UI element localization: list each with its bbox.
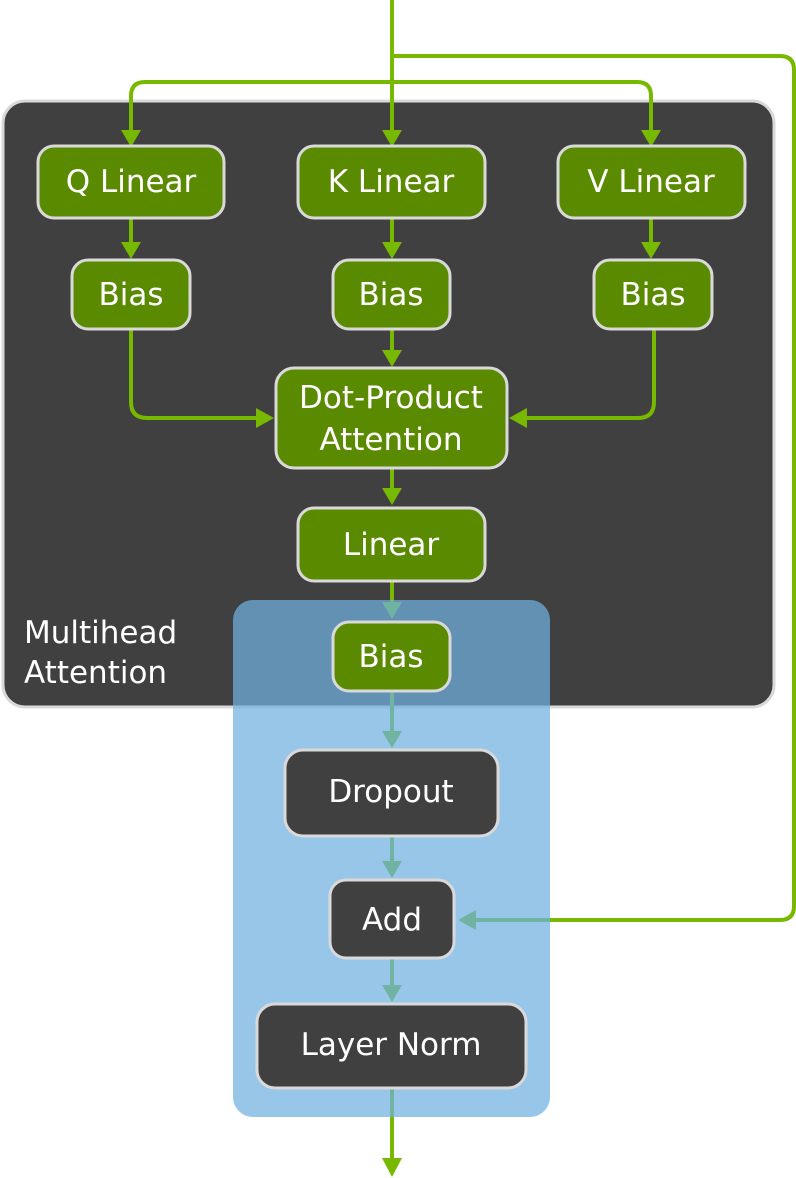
arrowhead: [509, 408, 527, 428]
k-bias-node: Bias: [331, 258, 452, 331]
arrowhead: [121, 242, 141, 259]
arrowhead: [256, 408, 274, 428]
output-bias-label: Bias: [358, 639, 423, 675]
edge-input-to-q-linear: [129, 80, 392, 130]
edge-q-bias-to-attention: [129, 329, 256, 420]
arrowhead: [382, 130, 402, 147]
arrowhead: [121, 130, 141, 147]
arrowhead: [382, 242, 402, 259]
dropout-node: Dropout: [283, 748, 500, 838]
dot-product-label-line1: Dot-Product: [299, 380, 483, 416]
dot-product-label-line2: Attention: [319, 422, 462, 458]
arrowhead: [641, 130, 661, 147]
v-linear-label: V Linear: [587, 164, 715, 200]
edges: [121, 0, 796, 1177]
output-linear-label: Linear: [343, 527, 440, 563]
edge-residual-to-add: [392, 54, 796, 922]
q-linear-label: Q Linear: [66, 164, 197, 200]
q-bias-label: Bias: [98, 277, 163, 313]
k-bias-label: Bias: [358, 277, 423, 313]
fused-ops-highlight: [233, 600, 550, 1117]
k-linear-node: K Linear: [296, 144, 487, 220]
dot-product-attention-node: Dot-Product Attention: [274, 366, 509, 470]
panel-label-line1: Multihead: [24, 615, 177, 651]
arrowhead: [382, 350, 402, 367]
layer-norm-node: Layer Norm: [255, 1002, 528, 1090]
arrowhead: [382, 1158, 402, 1177]
arrowhead: [641, 242, 661, 259]
k-linear-label: K Linear: [328, 164, 455, 200]
edge-v-bias-to-attention: [527, 329, 656, 420]
v-bias-node: Bias: [592, 258, 714, 331]
add-label: Add: [362, 902, 422, 938]
v-linear-node: V Linear: [556, 144, 747, 220]
v-bias-label: Bias: [620, 277, 685, 313]
dropout-label: Dropout: [328, 774, 453, 810]
add-node: Add: [328, 878, 456, 960]
edge-input-to-v-linear: [392, 80, 653, 130]
panel-label-line2: Attention: [24, 655, 167, 691]
output-linear-node: Linear: [296, 506, 487, 583]
q-bias-node: Bias: [70, 258, 192, 331]
layer-norm-label: Layer Norm: [301, 1027, 482, 1063]
q-linear-node: Q Linear: [36, 144, 226, 220]
arrowhead: [382, 488, 402, 505]
output-bias-node: Bias: [331, 620, 452, 693]
